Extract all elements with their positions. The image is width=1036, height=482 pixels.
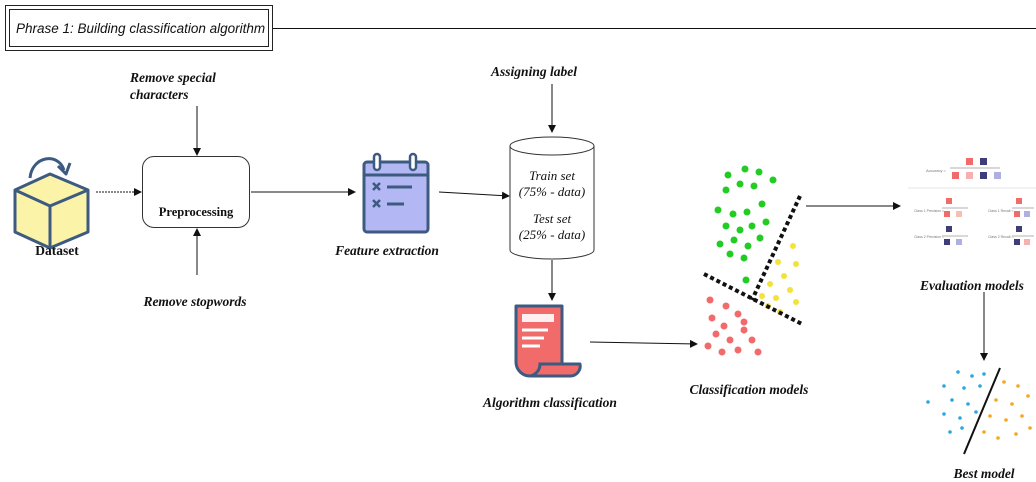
remove-special-line2: characters bbox=[130, 87, 189, 102]
best-boundary-line bbox=[963, 367, 1001, 455]
test-set-title: Test set bbox=[532, 211, 572, 226]
feature-clipboard-icon bbox=[362, 152, 430, 234]
test-set-label: Test set (25% - data) bbox=[504, 211, 600, 243]
red-class-points bbox=[704, 296, 762, 356]
dataset-box-icon bbox=[13, 157, 90, 250]
preprocessing-label: Preprocessing bbox=[158, 205, 234, 219]
algorithm-classification-label: Algorithm classification bbox=[483, 395, 617, 410]
svg-text:Accuracy =: Accuracy = bbox=[926, 168, 947, 173]
svg-text:Class 2 Precision =: Class 2 Precision = bbox=[914, 235, 944, 239]
remove-special-label: Remove special characters bbox=[130, 69, 250, 103]
test-set-share: (25% - data) bbox=[518, 227, 586, 242]
decision-boundary-2 bbox=[703, 272, 803, 326]
dataset-label: Dataset bbox=[35, 243, 79, 258]
decision-boundary-1 bbox=[750, 195, 802, 301]
train-set-title: Train set bbox=[529, 168, 575, 183]
phase-title: Phrase 1: Building classification algori… bbox=[9, 9, 269, 47]
svg-text:Class 1 Recall =: Class 1 Recall = bbox=[988, 209, 1013, 213]
train-set-label: Train set (75% - data) bbox=[504, 168, 600, 200]
green-class-points bbox=[714, 165, 777, 284]
assigning-label-label: Assigning label bbox=[491, 64, 577, 79]
remove-stopwords-label: Remove stopwords bbox=[143, 294, 247, 309]
algorithm-scroll-icon bbox=[514, 304, 582, 378]
phase-title-box: Phrase 1: Building classification algori… bbox=[5, 5, 273, 51]
preprocessing-box: Preprocessing bbox=[142, 156, 250, 228]
evaluation-models-label: Evaluation models bbox=[920, 278, 1024, 293]
arrow-feature-to-dataset-split bbox=[438, 191, 510, 200]
dataset-split-cylinder bbox=[509, 136, 595, 260]
evaluation-metrics-thumbnail: Accuracy = Class 1 Precision = Class 1 R… bbox=[908, 158, 1036, 245]
best-model-scatter bbox=[926, 367, 1032, 455]
svg-text:Class 1 Precision =: Class 1 Precision = bbox=[914, 209, 944, 213]
classification-scatter bbox=[703, 165, 803, 356]
train-set-share: (75% - data) bbox=[518, 184, 586, 199]
classification-models-label: Classification models bbox=[689, 382, 809, 397]
feature-extraction-label: Feature extraction bbox=[335, 243, 439, 258]
remove-special-line1: Remove special bbox=[130, 70, 216, 85]
svg-text:Class 2 Recall =: Class 2 Recall = bbox=[988, 235, 1013, 239]
title-divider bbox=[273, 28, 1036, 29]
best-model-label: Best model bbox=[953, 466, 1015, 481]
yellow-class-points bbox=[759, 243, 799, 315]
arrow-algorithm-to-models bbox=[589, 339, 698, 348]
